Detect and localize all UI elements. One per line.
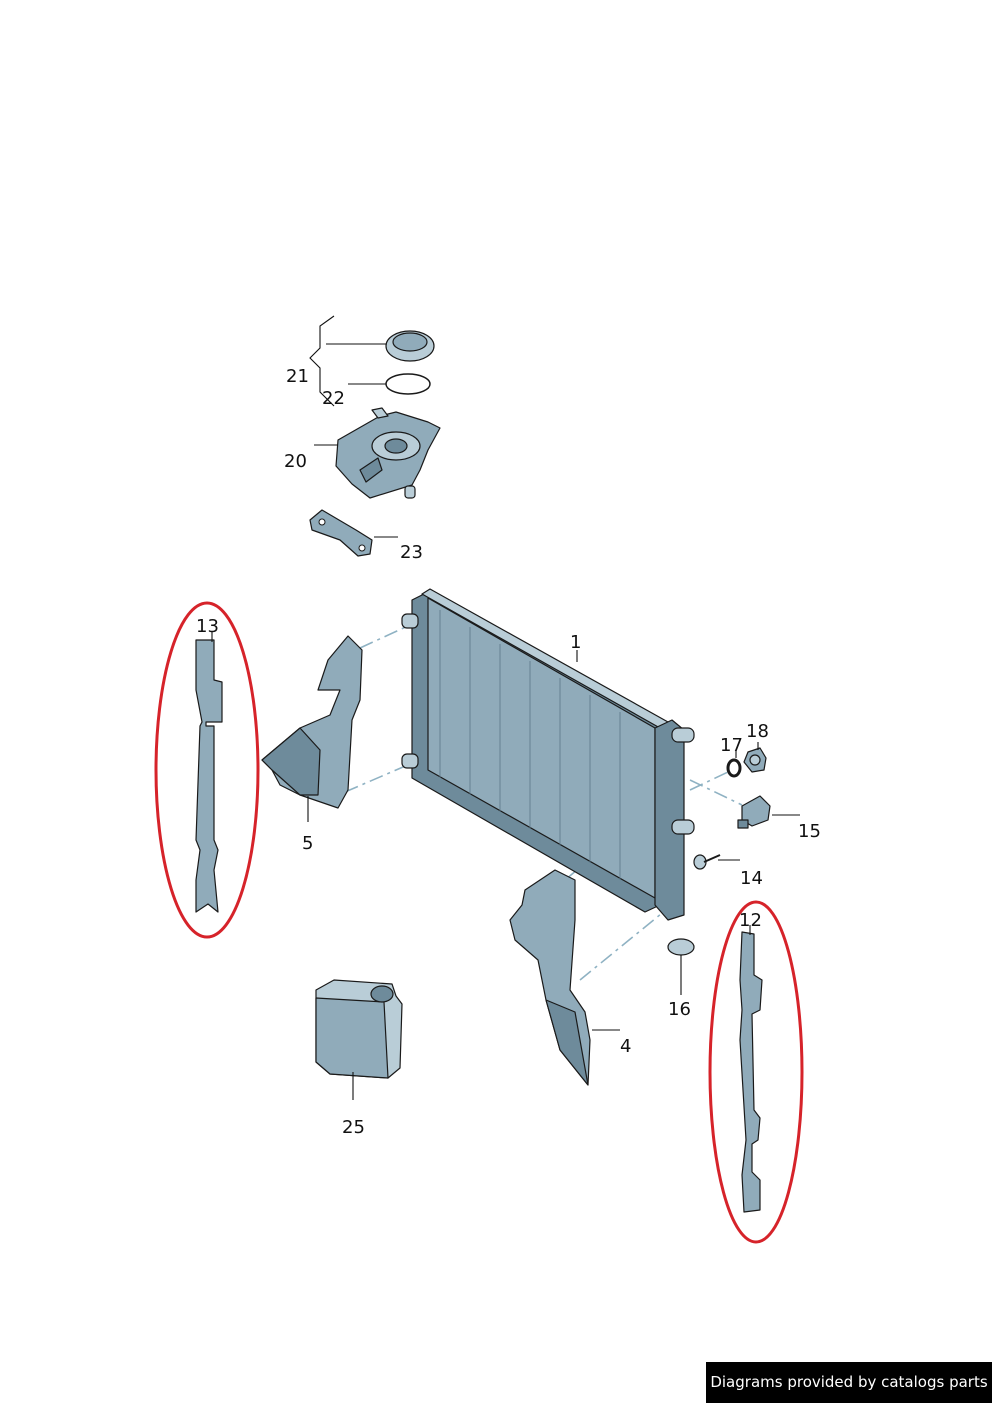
tank-bracket[interactable] [309,509,373,557]
screw[interactable] [693,854,721,870]
label-cap-set: 21 [286,366,309,387]
right-air-duct[interactable] [509,869,591,1086]
label-seal-ring: 17 [720,735,743,756]
label-screw: 14 [740,868,763,889]
label-expansion-tank: 20 [284,451,307,472]
label-tank-bracket: 23 [400,542,423,563]
highlight-circle-right [708,900,804,1244]
radiator[interactable] [401,588,695,921]
bracket[interactable] [737,795,771,829]
credit-banner: Diagrams provided by catalogs parts [706,1362,992,1403]
highlight-circle-left [154,601,260,939]
left-air-guide-strip[interactable] [195,639,223,913]
drain-plug[interactable] [743,747,767,773]
label-right-air-duct: 4 [620,1036,631,1057]
label-left-air-guide-strip: 13 [196,616,219,637]
right-air-guide-strip[interactable] [739,931,763,1213]
cap-seal[interactable] [385,373,431,395]
rubber-buffer[interactable] [667,938,695,956]
label-coolant-container: 25 [342,1117,365,1138]
expansion-tank-cap[interactable] [385,330,435,362]
left-air-duct[interactable] [261,635,363,809]
label-right-air-guide-strip: 12 [739,910,762,931]
part-labels: 1 12 13 4 5 14 15 16 17 18 20 21 22 23 2… [196,366,821,1138]
label-drain-plug: 18 [746,721,769,742]
label-rubber-buffer: 16 [668,999,691,1020]
leader-lines [211,315,800,1100]
label-bracket: 15 [798,821,821,842]
seal-ring[interactable] [726,758,742,778]
label-radiator: 1 [570,632,581,653]
label-cap-seal: 22 [322,388,345,409]
label-left-air-duct: 5 [302,833,313,854]
expansion-tank[interactable] [335,407,441,499]
coolant-container[interactable] [315,979,403,1079]
